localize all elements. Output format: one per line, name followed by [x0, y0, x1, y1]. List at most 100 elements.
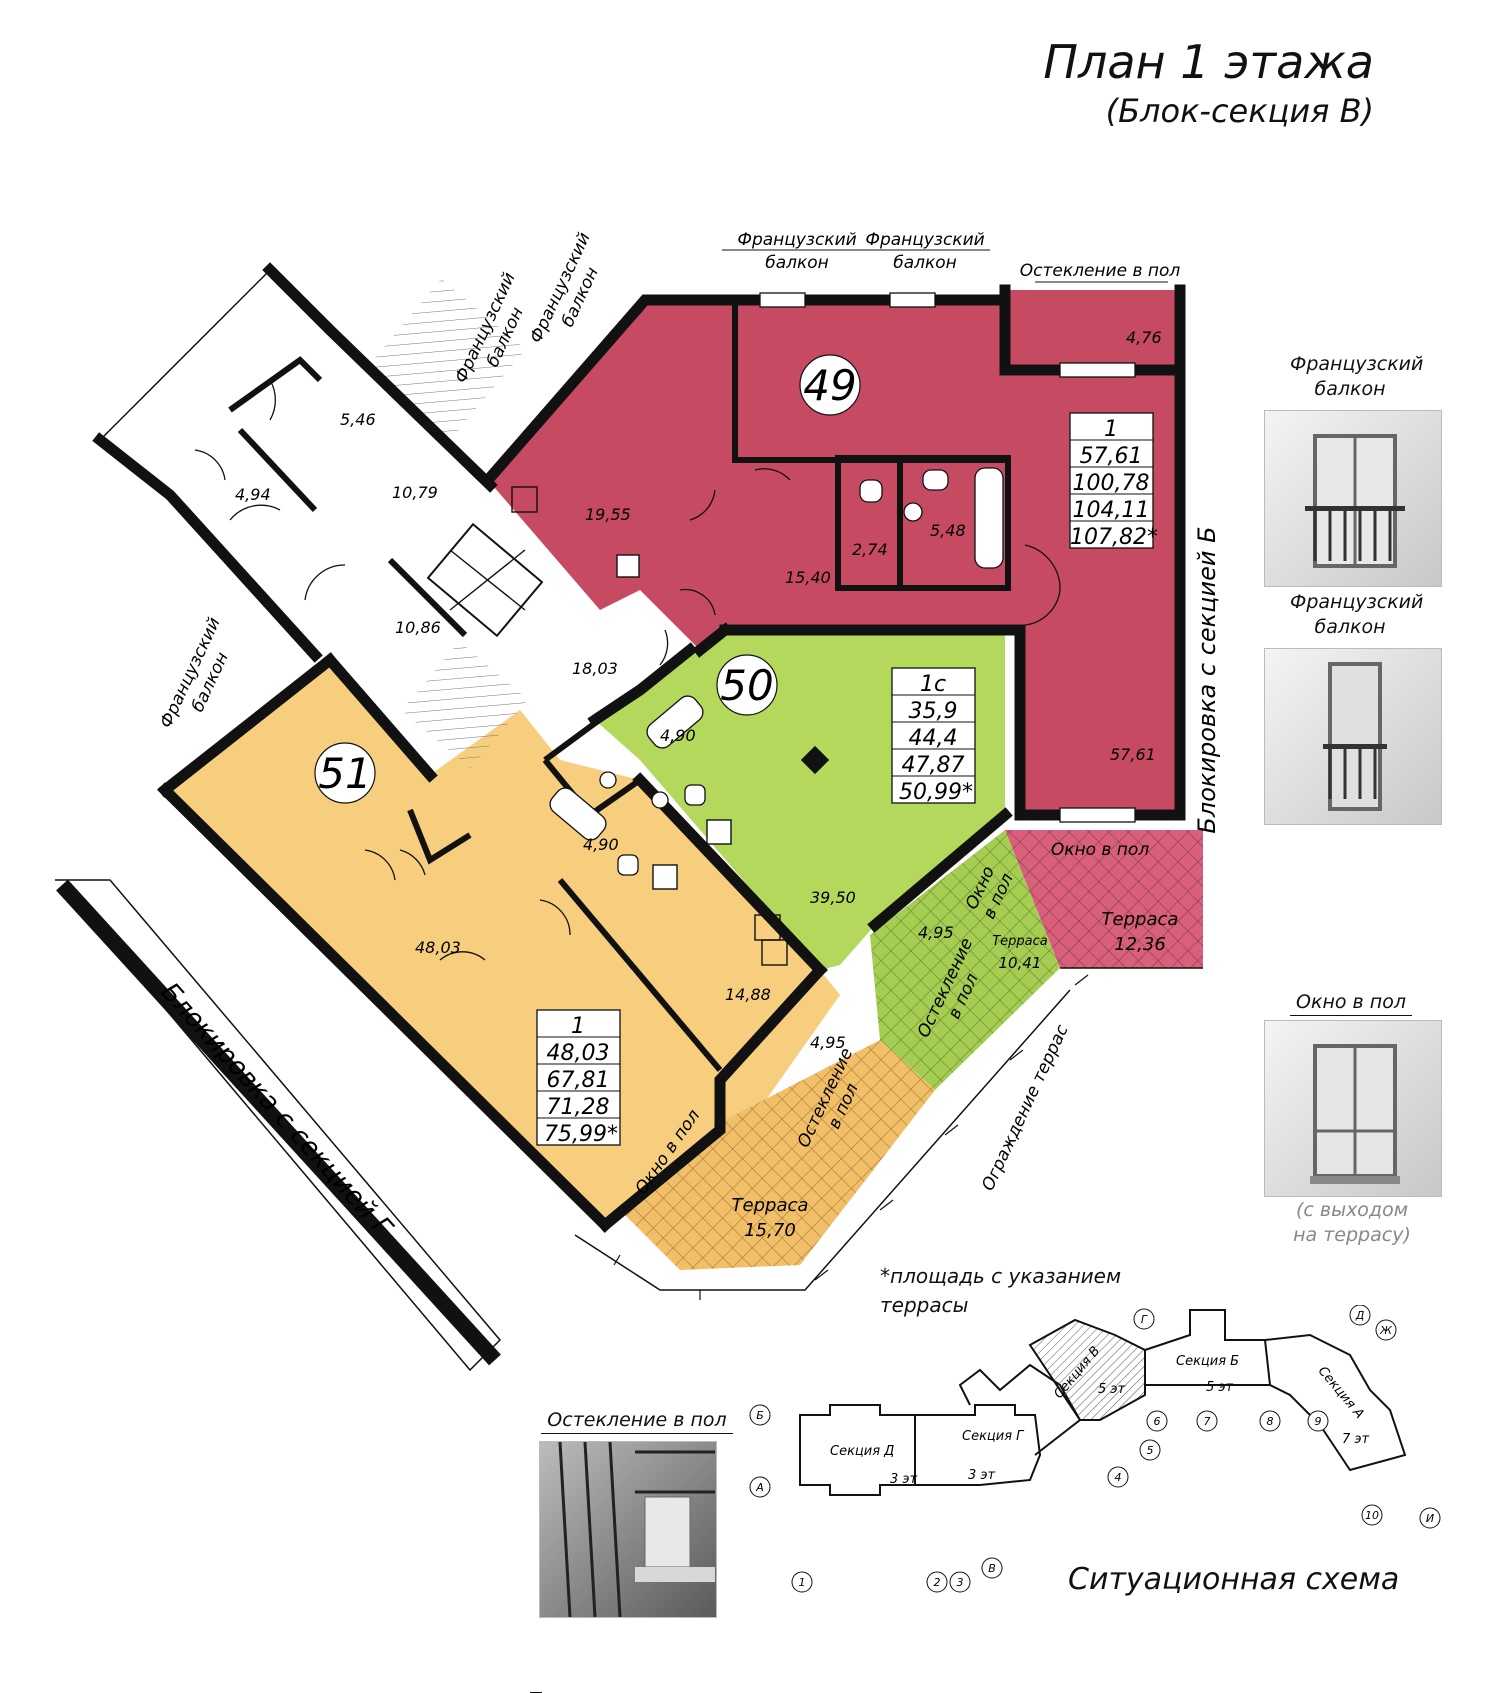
apt-50-info: 1с 35,9 44,4 47,87 50,99* [891, 667, 976, 805]
svg-text:47,87: 47,87 [902, 753, 965, 778]
block-g-label: Блокировка с секцией Г [155, 977, 399, 1244]
room-area: 5,48 [930, 521, 966, 540]
svg-text:А: А [755, 1481, 764, 1494]
room-areas: 5,46 4,94 10,79 10,86 18,03 19,55 15,40 … [235, 328, 1162, 1052]
axis-bubbles: Б А 1 2 3 В 4 5 6 7 8 9 10 И Ж Д Г [749, 1305, 1441, 1593]
svg-text:Остекление в пол: Остекление в пол [1020, 261, 1181, 281]
situation-title: Ситуационная схема [1068, 1562, 1400, 1597]
svg-text:5 эт: 5 эт [1098, 1382, 1126, 1397]
svg-text:3 эт: 3 эт [968, 1468, 996, 1483]
svg-text:12,36: 12,36 [1114, 934, 1166, 955]
apt-50-number: 50 [720, 661, 773, 710]
svg-text:Французский: Французский [737, 230, 856, 250]
apt-50-badge [716, 654, 778, 716]
svg-text:Секция Г: Секция Г [962, 1429, 1025, 1444]
terrace-49-hatch [1005, 830, 1203, 968]
svg-text:балкон: балкон [893, 253, 957, 273]
interior-walls [228, 300, 1011, 1072]
svg-text:Ж: Ж [1379, 1324, 1393, 1337]
svg-text:4: 4 [1115, 1471, 1122, 1484]
svg-text:104,11: 104,11 [1073, 498, 1150, 523]
svg-text:балкон: балкон [765, 253, 829, 273]
room-area: 48,03 [415, 938, 461, 957]
legend-glazing: Остекление в пол [541, 1408, 733, 1434]
room-area: 4,90 [583, 835, 619, 854]
svg-text:Г: Г [1141, 1313, 1148, 1326]
room-area: 5,46 [340, 410, 376, 429]
svg-text:10: 10 [1365, 1509, 1379, 1522]
apt-49-badge [799, 354, 861, 416]
room-area: 14,88 [725, 985, 771, 1004]
svg-text:9: 9 [1315, 1415, 1322, 1428]
svg-text:Секция Д: Секция Д [830, 1444, 894, 1459]
terrace-51-hatch [620, 1040, 935, 1270]
svg-text:5 эт: 5 эт [1206, 1380, 1234, 1395]
floor-plan: 49 50 51 1 57,61 100,78 104,11 107,82* 1… [55, 230, 1221, 1372]
svg-text:2: 2 [934, 1576, 941, 1589]
block-g-wall [56, 879, 501, 1366]
room-area: 57,61 [1110, 745, 1156, 764]
svg-text:6: 6 [1154, 1415, 1161, 1428]
page-title: План 1 этажа [1043, 35, 1374, 89]
svg-text:В: В [988, 1562, 996, 1575]
terrace-fence [613, 974, 1089, 1300]
windows [759, 292, 1136, 823]
door-arcs [194, 379, 1061, 961]
svg-text:107,82*: 107,82* [1070, 525, 1158, 550]
svg-text:50,99*: 50,99* [899, 780, 973, 805]
page-subtitle: (Блок-секция В) [1105, 92, 1374, 130]
bath-fixtures [549, 467, 1004, 876]
terrace-50-hatch [870, 830, 1060, 1090]
column-marker [800, 745, 830, 775]
svg-text:5: 5 [1147, 1444, 1154, 1457]
svg-text:3 эт: 3 эт [890, 1472, 918, 1487]
room-area: 4,94 [235, 485, 271, 504]
svg-text:Французский: Французский [865, 230, 984, 250]
svg-text:Терраса: Терраса [732, 1195, 809, 1216]
room-area: 4,95 [918, 923, 954, 942]
french-balcony-icon [1305, 434, 1405, 568]
thin-lines [55, 269, 1203, 1372]
svg-text:44,4: 44,4 [909, 726, 958, 751]
legend-french-balcony-1-image [1264, 410, 1442, 587]
room-area: 39,50 [810, 888, 856, 907]
svg-text:3: 3 [957, 1576, 964, 1589]
svg-text:35,9: 35,9 [909, 699, 958, 724]
legend-window-floor: Окно в пол [1290, 990, 1412, 1016]
legend-glazing-image [539, 1441, 717, 1618]
svg-text:Секция Б: Секция Б [1176, 1354, 1239, 1369]
legend-french-balcony-2-image [1264, 648, 1442, 825]
svg-text:100,78: 100,78 [1073, 471, 1150, 496]
svg-text:Д: Д [1355, 1309, 1365, 1322]
svg-text:67,81: 67,81 [547, 1068, 610, 1093]
narrow-french-balcony-icon [1323, 662, 1387, 811]
area-footnote: *площадь с указанием террасы [880, 1264, 1122, 1317]
svg-text:48,03: 48,03 [547, 1041, 610, 1066]
room-area: 4,90 [660, 726, 696, 745]
stairs-lower [401, 641, 529, 769]
apt-49-info: 1 57,61 100,78 104,11 107,82* [1069, 412, 1158, 550]
svg-text:Ограждение террас: Ограждение террас [978, 1021, 1073, 1194]
svg-text:1с: 1с [920, 672, 946, 697]
svg-text:71,28: 71,28 [547, 1095, 610, 1120]
room-area: 4,95 [810, 1033, 846, 1052]
room-area: 10,79 [392, 483, 438, 502]
apartment-49-area [488, 290, 1180, 815]
svg-text:15,70: 15,70 [744, 1220, 796, 1241]
svg-text:Терраса: Терраса [1102, 909, 1179, 930]
situation-scheme: Секция Д 3 эт Секция Г 3 эт Секция В 5 э… [749, 1305, 1441, 1593]
apt-51-badge [314, 742, 376, 804]
svg-text:75,99*: 75,99* [544, 1122, 618, 1147]
room-area: 2,74 [852, 540, 888, 559]
room-area: 10,86 [395, 618, 441, 637]
svg-text:1: 1 [571, 1014, 585, 1039]
svg-text:Б: Б [756, 1409, 764, 1422]
svg-text:10,41: 10,41 [999, 954, 1042, 972]
svg-text:57,61: 57,61 [1080, 444, 1143, 469]
kitchen-stoves [511, 486, 788, 966]
legend-window-floor-image [1264, 1020, 1442, 1197]
svg-text:8: 8 [1267, 1415, 1274, 1428]
